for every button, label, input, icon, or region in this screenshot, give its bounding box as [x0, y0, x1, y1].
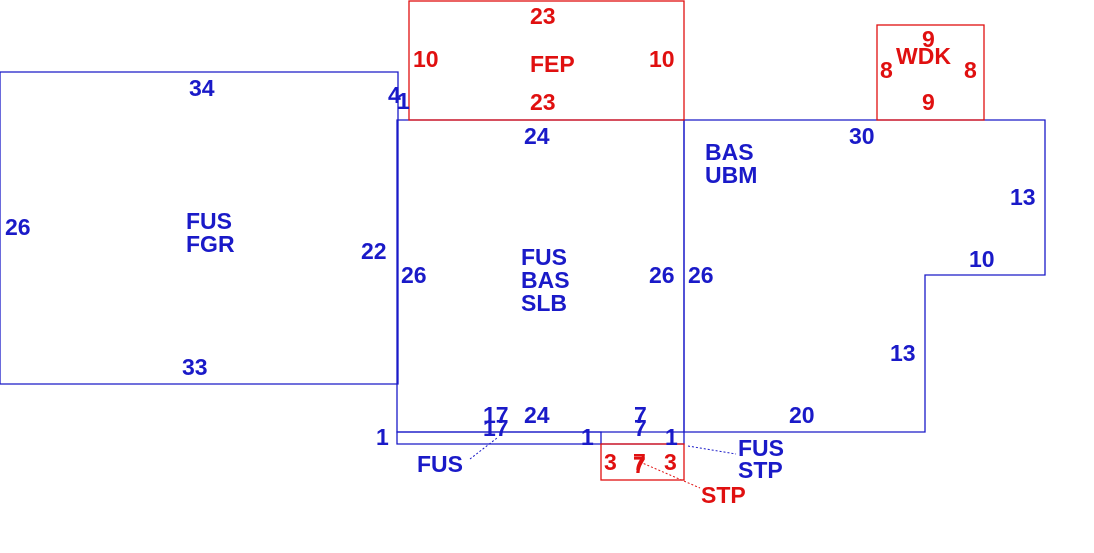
dim-east-bottom: 20 [789, 402, 815, 428]
dim-strip-left: 1 [376, 424, 389, 450]
dim-strip-mid: 1 [581, 424, 594, 450]
east-label-2: UBM [705, 162, 757, 188]
dim-deck-right: 8 [964, 57, 977, 83]
porch-label: FEP [530, 51, 575, 77]
stoop-label: STP [701, 482, 746, 508]
dim-stoop-a: 7 [633, 449, 646, 475]
east-outline [683, 119, 1046, 433]
dim-porch-bottom: 23 [530, 89, 556, 115]
dim-garage-top: 34 [189, 75, 215, 101]
dim-center-bottom: 24 [524, 402, 550, 428]
dim-strip-c: 7 [634, 402, 647, 428]
center-label-1: FUS [521, 244, 567, 270]
dim-stoop-right: 3 [664, 449, 677, 475]
dim-garage-right: 22 [361, 238, 387, 264]
stoop-callout-label-1: FUS [738, 435, 784, 461]
deck-label: WDK [896, 43, 951, 69]
area-labels: FUS FGR FUS BAS SLB BAS UBM FEP WDK FUS … [186, 43, 951, 508]
center-label-3: SLB [521, 290, 567, 316]
dim-center-right: 26 [649, 262, 675, 288]
dim-deck-bottom: 9 [922, 89, 935, 115]
east-label-1: BAS [705, 139, 754, 165]
dim-strip-a: 17 [483, 402, 509, 428]
dim-strip-right: 1 [665, 424, 678, 450]
dim-strip-d: 7 [634, 415, 647, 441]
strip-leader [469, 437, 498, 460]
dim-garage-step: 4 [388, 82, 401, 108]
dim-garage-step-b: 1 [397, 88, 410, 114]
stoop-outline [600, 443, 685, 481]
dim-strip-b: 17 [483, 415, 509, 441]
stoop-callout-leader [687, 445, 737, 455]
dim-garage-bottom: 33 [182, 354, 208, 380]
dim-garage-left: 26 [5, 214, 31, 240]
deck-outline [876, 24, 985, 121]
lower-strip-label: FUS [417, 451, 463, 477]
dim-porch-left: 10 [413, 46, 439, 72]
building-outlines [0, 0, 1046, 481]
dim-east-top: 30 [849, 123, 875, 149]
dim-stoop-left: 3 [604, 449, 617, 475]
center-label-2: BAS [521, 267, 570, 293]
stoop-callout-label-2: STP [738, 457, 783, 483]
garage-outline [0, 71, 399, 385]
porch-outline [408, 0, 685, 121]
leader-lines [469, 437, 737, 489]
dim-east-step: 10 [969, 246, 995, 272]
dim-deck-left: 8 [880, 57, 893, 83]
dim-east-left: 26 [688, 262, 714, 288]
stoop-leader [639, 461, 701, 489]
dim-center-top: 24 [524, 123, 550, 149]
garage-label-1: FUS [186, 208, 232, 234]
dim-stoop-b: 7 [633, 452, 646, 478]
dim-deck-top: 9 [922, 26, 935, 52]
dim-east-right: 13 [1010, 184, 1036, 210]
dimension-labels: 34 33 26 22 4 1 24 26 26 24 1 17 17 1 7 … [5, 3, 1036, 478]
dim-porch-right: 10 [649, 46, 675, 72]
dim-porch-top: 23 [530, 3, 556, 29]
garage-label-2: FGR [186, 231, 235, 257]
dim-east-inner: 13 [890, 340, 916, 366]
dim-center-left: 26 [401, 262, 427, 288]
